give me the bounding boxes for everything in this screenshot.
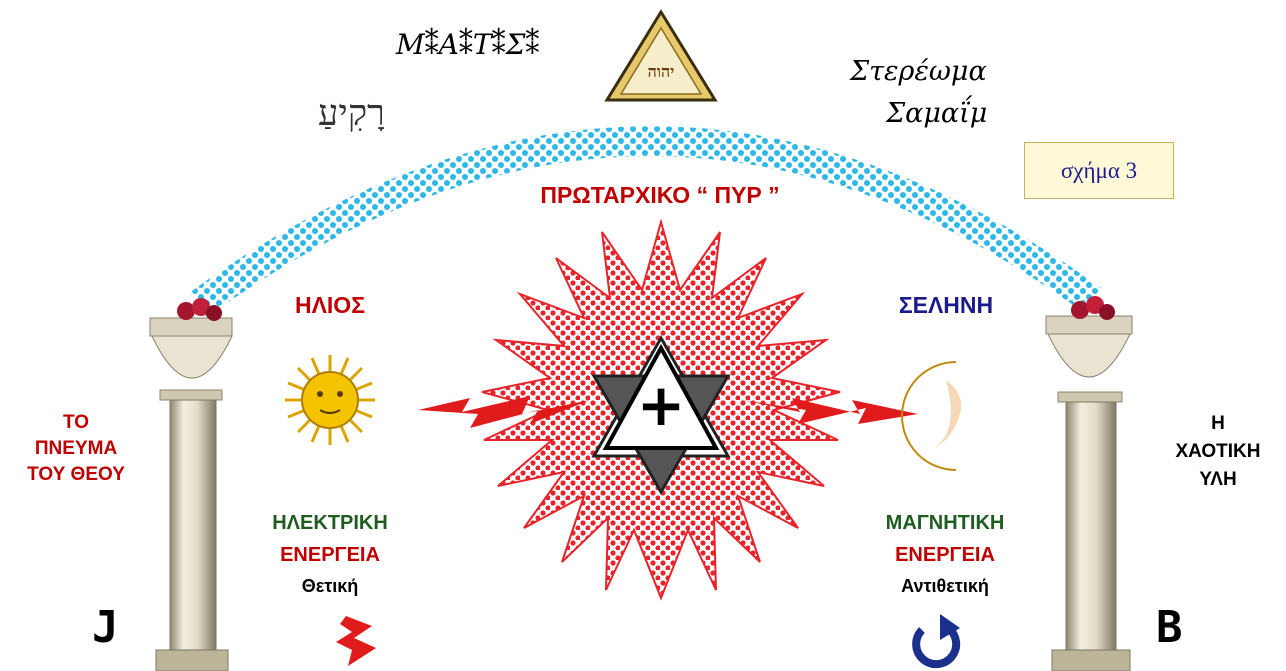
right-side-text: Η ΧΑΟΤΙΚΗ ΥΛΗ [1156,410,1280,494]
left-side-line1: ΤΟ [6,410,146,436]
sun-icon [285,355,375,445]
figure-label: σχήμα 3 [1024,142,1174,199]
greek-firmament: Στερέωμα [850,56,987,87]
lightning-bolt-icon [336,616,376,666]
left-energy-line1: ΗΛΕΚΤΡΙΚΗ [260,512,400,535]
right-energy-line2: ΕΝΕΡΓΕΙΑ [870,544,1020,567]
left-side-line3: ΤΟΥ ΘΕΟΥ [6,462,146,488]
left-polarity: Θετική [260,576,400,597]
right-side-line2: ΧΑΟΤΙΚΗ [1156,438,1280,466]
tetragrammaton-triangle [607,12,715,100]
left-side-text: ΤΟ ΠΝΕΥΜΑ ΤΟΥ ΘΕΟΥ [6,410,146,488]
left-luminary-label: ΗΛΙΟΣ [270,292,390,319]
center-title: ΠΡΩΤΑΡΧΙΚΟ “ ΠΥΡ ” [530,182,790,209]
shamaim-text: Σαμαΐμ [886,98,987,129]
tetragrammaton-text: יהוה [621,62,701,82]
pillar-letter-j: J [92,602,119,653]
rotate-arrow-icon [916,614,960,664]
pillar-letter-b: B [1156,602,1183,653]
left-energy-line2: ΕΝΕΡΓΕΙΑ [260,544,400,567]
right-side-line3: ΥΛΗ [1156,466,1280,494]
right-energy-line1: ΜΑΓΝΗΤΙΚΗ [870,512,1020,535]
left-side-line2: ΠΝΕΥΜΑ [6,436,146,462]
right-pillar [1046,296,1132,671]
left-pillar [150,298,232,671]
hebrew-firmament: רָקִיעַ [318,92,385,134]
crescent-moon-icon [902,362,961,470]
title-latin: M⁑A⁑T⁑Σ⁑ [396,28,539,61]
right-polarity: Αντιθετική [870,576,1020,597]
right-side-line1: Η [1156,410,1280,438]
right-luminary-label: ΣΕΛΗΝΗ [876,292,1016,319]
center-plus-symbol: + [627,376,695,434]
